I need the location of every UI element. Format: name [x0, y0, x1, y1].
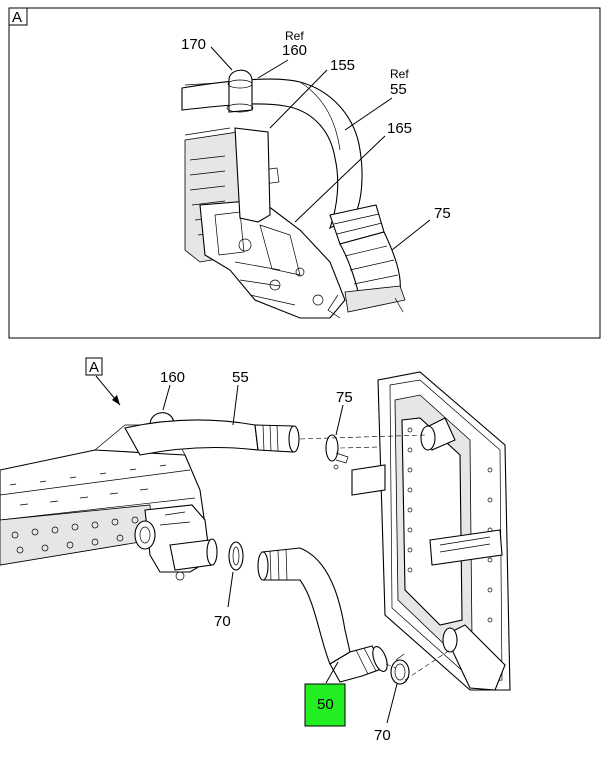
main-callout-55: 55 — [232, 369, 249, 386]
detail-view-tag-box — [8, 7, 28, 26]
clamp-75 — [325, 434, 349, 470]
detail-bracket-155 — [234, 127, 271, 223]
main-view-tag-box — [85, 357, 103, 376]
radiator — [351, 371, 511, 691]
hose-55 — [124, 419, 300, 456]
detail-callout-55-ref: Ref — [390, 67, 409, 81]
main-view-arrowhead — [112, 395, 120, 405]
detail-callout-170: 170 — [181, 36, 206, 53]
detail-view: A — [8, 7, 601, 339]
detail-callout-155: 155 — [330, 57, 355, 74]
detail-engine-block — [184, 81, 346, 319]
detail-callout-55: 55 — [390, 81, 407, 98]
alignment-lines — [299, 434, 451, 681]
main-callout-70-right: 70 — [374, 727, 391, 744]
detail-callout-75: 75 — [434, 205, 451, 222]
detail-callout-160: 160 — [282, 42, 307, 59]
clamp-70-left — [228, 541, 244, 571]
clamp-70-right — [390, 653, 410, 685]
main-view: A — [0, 357, 511, 744]
part-50-highlight-box[interactable] — [304, 683, 346, 727]
main-callout-75: 75 — [336, 389, 353, 406]
detail-hose-75 — [327, 231, 406, 319]
detail-leaders — [210, 46, 431, 251]
detail-clamp-170 — [226, 69, 254, 113]
hose-50 — [257, 547, 388, 683]
thermostat-housing — [134, 504, 218, 581]
main-callout-70-left: 70 — [214, 613, 231, 630]
detail-callout-160-ref: Ref — [285, 29, 304, 43]
part-50-label[interactable]: 50 — [317, 696, 334, 713]
part-50-highlight[interactable]: 50 — [304, 683, 346, 727]
detail-callout-165: 165 — [387, 120, 412, 137]
main-leaders — [162, 384, 398, 724]
main-callout-160: 160 — [160, 369, 185, 386]
main-view-tag: A — [89, 359, 99, 376]
detail-view-tag: A — [12, 9, 22, 26]
